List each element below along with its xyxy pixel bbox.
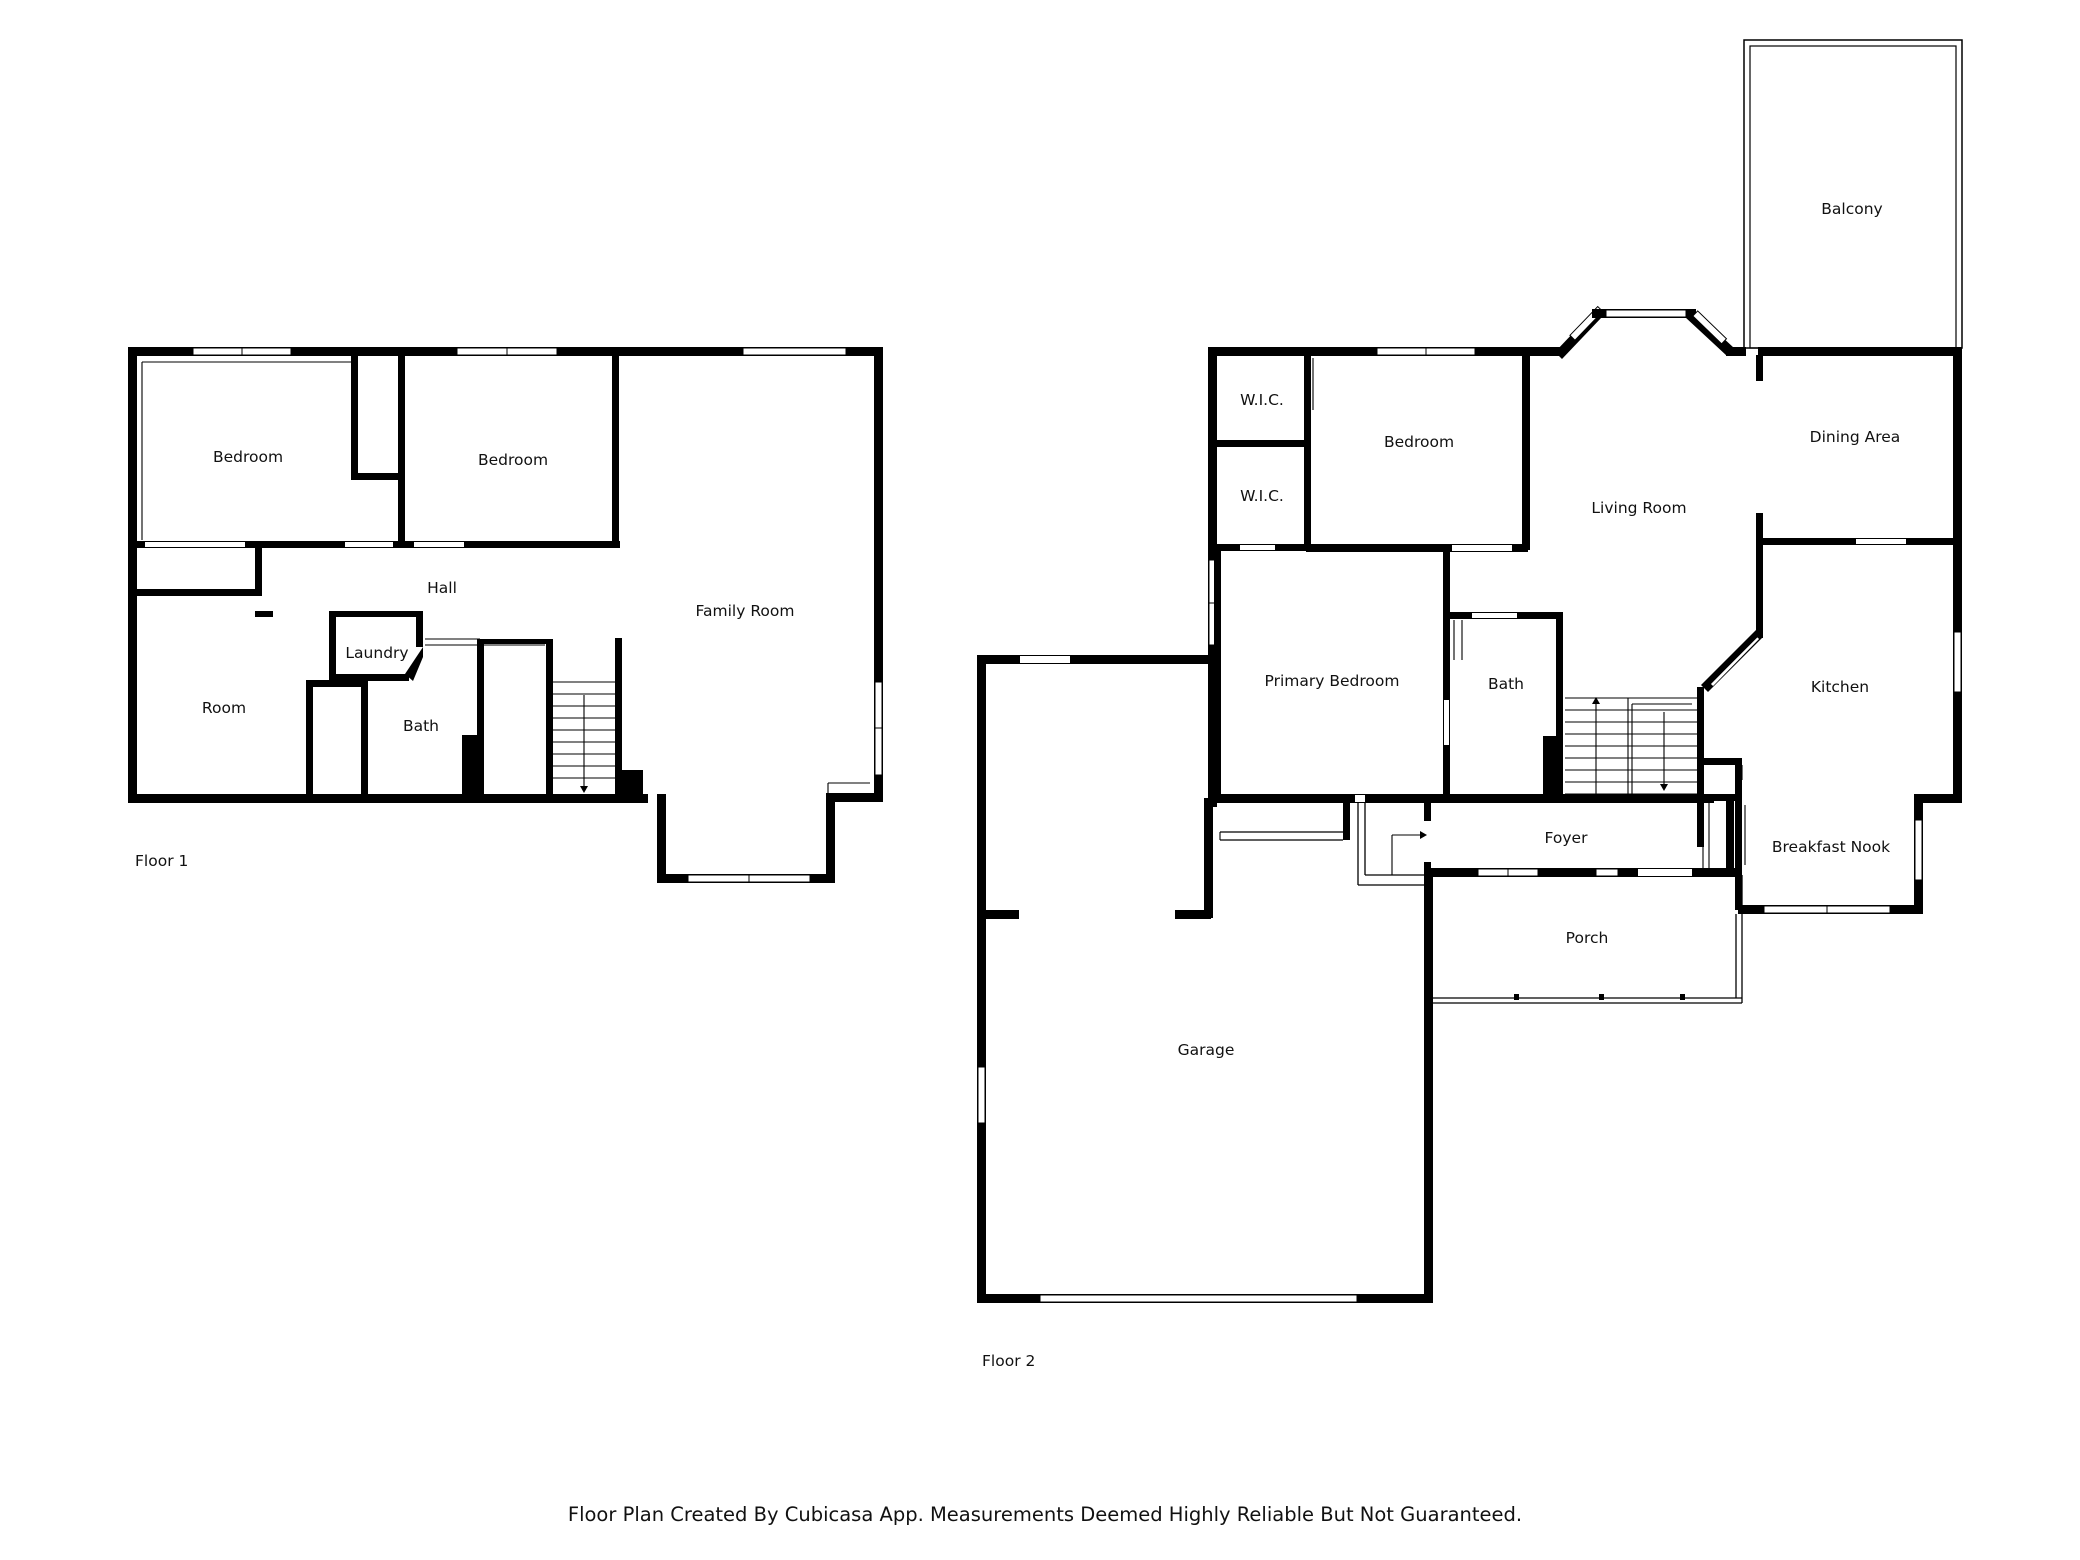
room-label-foyer: Foyer bbox=[1545, 829, 1589, 847]
room-label-primary-bedroom: Primary Bedroom bbox=[1265, 672, 1400, 690]
room-label-bath-2: Bath bbox=[1488, 675, 1524, 693]
room-label-breakfast-nook: Breakfast Nook bbox=[1772, 838, 1890, 856]
room-label-porch: Porch bbox=[1566, 929, 1609, 947]
room-label-bath-1: Bath bbox=[403, 717, 439, 735]
room-label-bedroom-3: Bedroom bbox=[1384, 433, 1454, 451]
room-label-laundry: Laundry bbox=[345, 644, 408, 662]
stairs-floor-2 bbox=[1565, 697, 1697, 796]
room-label-living-room: Living Room bbox=[1591, 499, 1686, 517]
room-label-wic-2: W.I.C. bbox=[1240, 487, 1284, 505]
floor-1-plan bbox=[128, 347, 883, 883]
room-label-room: Room bbox=[202, 699, 246, 717]
room-label-hall: Hall bbox=[427, 579, 457, 597]
stairs-floor-1 bbox=[553, 681, 615, 793]
room-label-bedroom-1: Bedroom bbox=[213, 448, 283, 466]
floor-2-label: Floor 2 bbox=[982, 1352, 1035, 1370]
room-label-family-room: Family Room bbox=[696, 602, 795, 620]
floor-2-plan bbox=[977, 39, 1963, 1303]
room-label-balcony: Balcony bbox=[1821, 200, 1882, 218]
floor-1-label: Floor 1 bbox=[135, 852, 188, 870]
room-label-bedroom-2: Bedroom bbox=[478, 451, 548, 469]
room-label-dining-area: Dining Area bbox=[1810, 428, 1901, 446]
room-label-wic-1: W.I.C. bbox=[1240, 391, 1284, 409]
room-label-garage: Garage bbox=[1178, 1041, 1235, 1059]
floor-1-labels: Bedroom Bedroom Hall Family Room Laundry… bbox=[135, 448, 794, 870]
disclaimer-footer: Floor Plan Created By Cubicasa App. Meas… bbox=[568, 1503, 1522, 1526]
room-label-kitchen: Kitchen bbox=[1811, 678, 1869, 696]
floor-2-labels: Balcony W.I.C. W.I.C. Bedroom Living Roo… bbox=[982, 200, 1900, 1370]
